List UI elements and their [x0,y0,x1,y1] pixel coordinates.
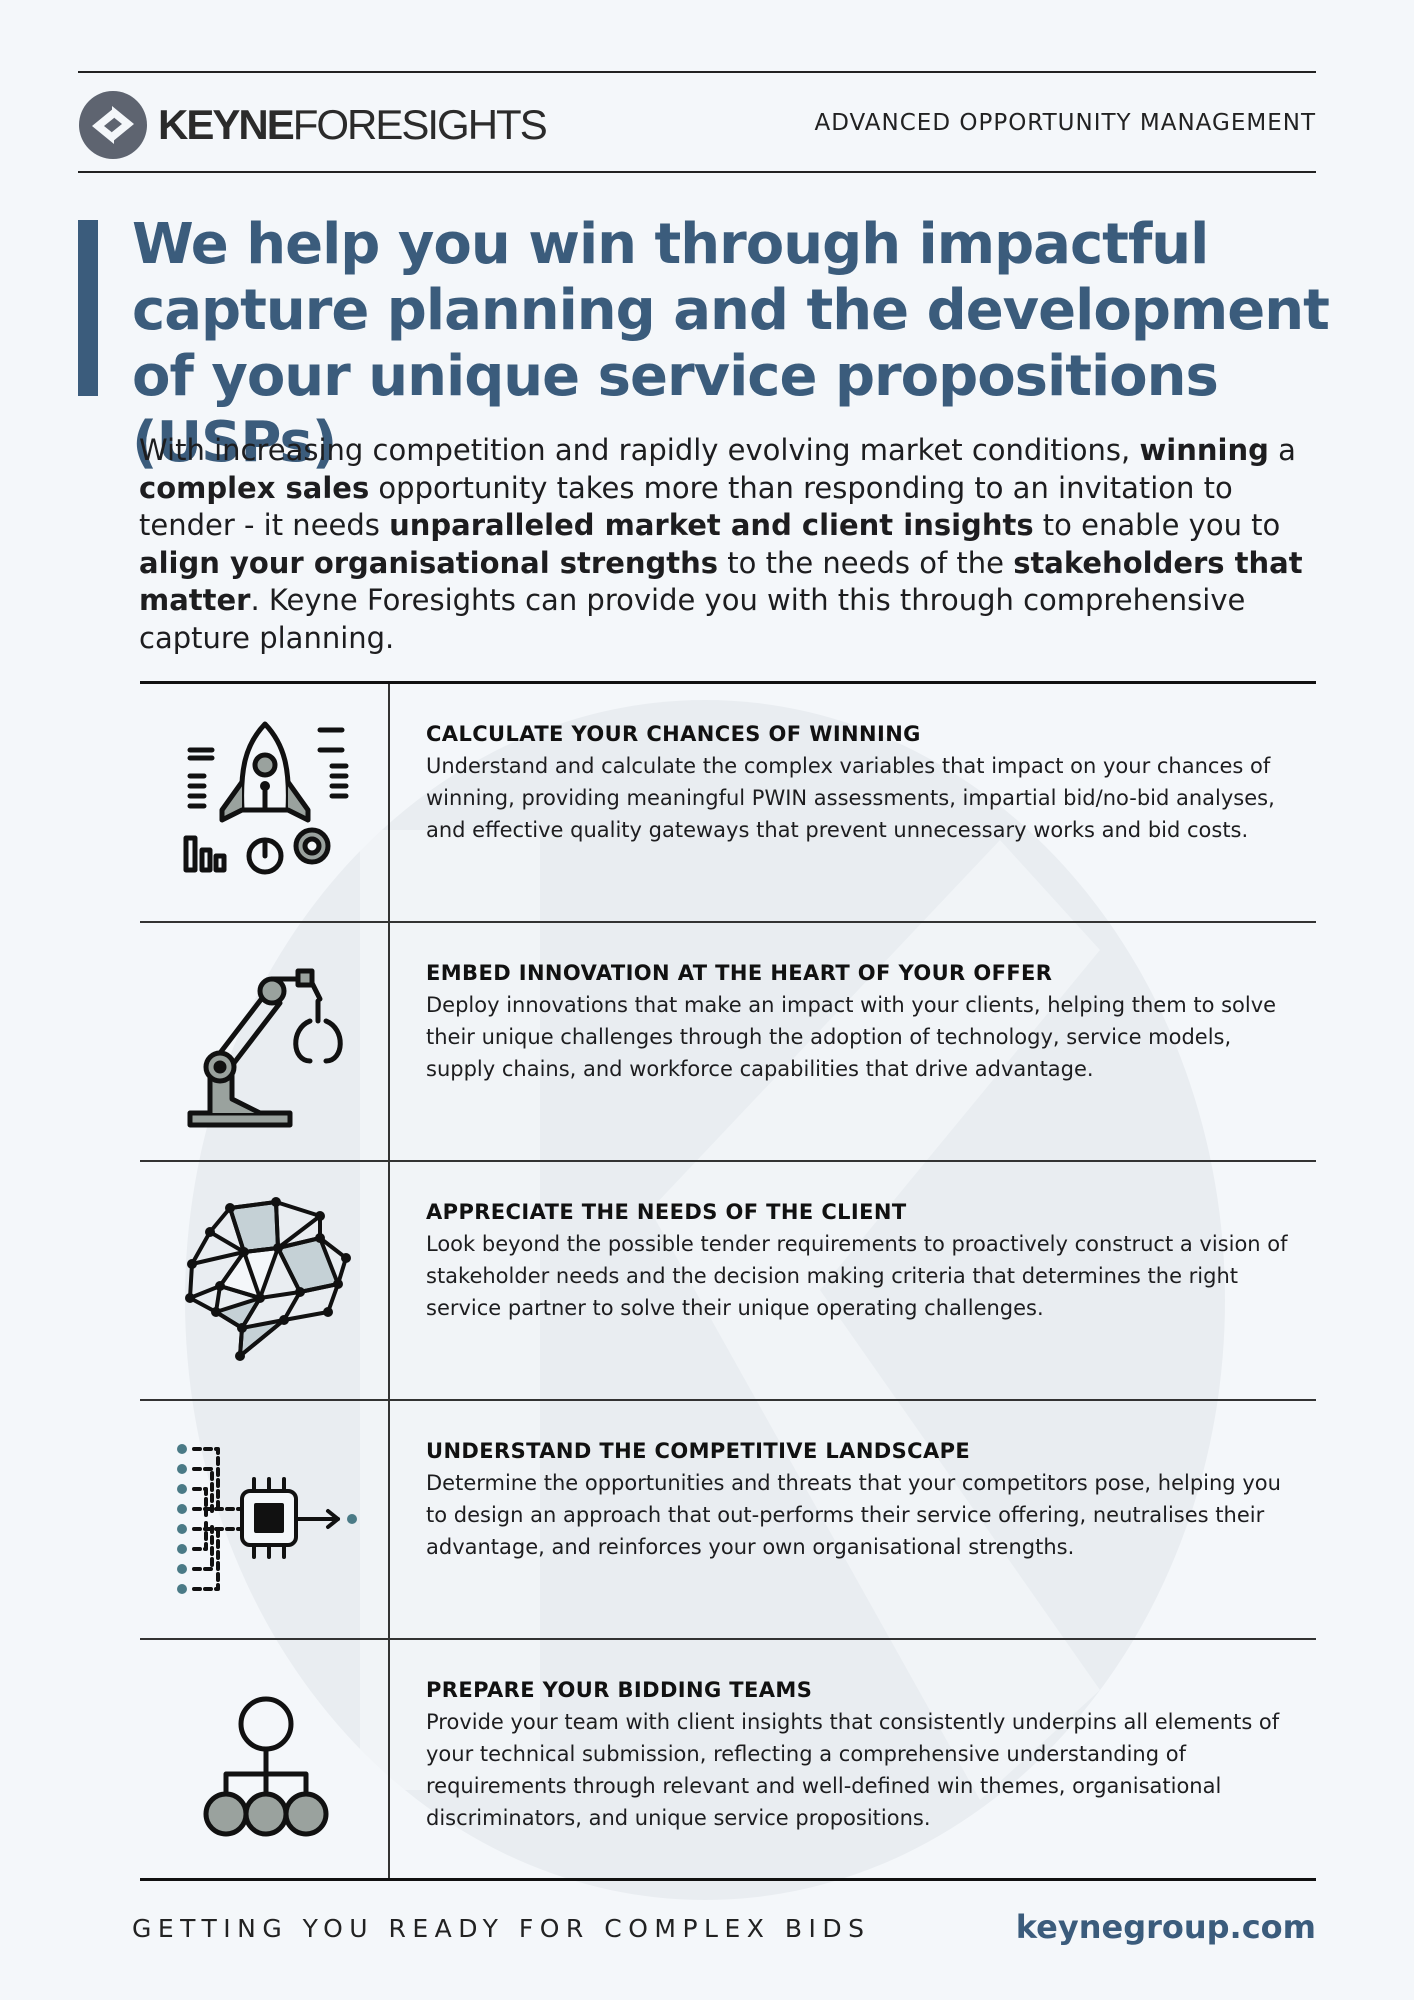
service-description: Determine the opportunities and threats … [426,1471,1281,1559]
service-title: UNDERSTAND THE COMPETITIVE LANDSCAPE [426,1439,971,1463]
services-table-top-rule [140,681,1316,684]
footer-slogan: GETTING YOU READY FOR COMPLEX BIDS [132,1914,871,1943]
service-title: APPRECIATE THE NEEDS OF THE CLIENT [426,1200,907,1224]
footer-website-link[interactable]: keynegroup.com [1015,1908,1316,1946]
service-row-innovation: EMBED INNOVATION AT THE HEART OF YOUR OF… [140,923,1316,1162]
service-row-client-needs: APPRECIATE THE NEEDS OF THE CLIENT Look … [140,1162,1316,1401]
header-top-rule [78,71,1316,73]
brain-network-icon [185,1197,351,1361]
service-title: CALCULATE YOUR CHANCES OF WINNING [426,722,921,746]
service-description: Deploy innovations that make an impact w… [426,993,1277,1081]
row-divider [140,921,1316,923]
row-divider [140,1638,1316,1640]
service-row-competitive-landscape: UNDERSTAND THE COMPETITIVE LANDSCAPE Det… [140,1401,1316,1640]
service-description: Provide your team with client insights t… [426,1710,1280,1830]
rocket-icon [183,721,349,875]
service-title: EMBED INNOVATION AT THE HEART OF YOUR OF… [426,961,1053,985]
header-bottom-rule [78,171,1316,173]
company-logo[interactable]: KEYNEFORESIGHTS [78,90,548,160]
service-description: Look beyond the possible tender requirem… [426,1232,1288,1320]
header-tagline: ADVANCED OPPORTUNITY MANAGEMENT [814,110,1316,136]
logo-mark-icon [79,91,147,159]
services-column-divider [388,684,390,1878]
page-headline: We help you win through impactful captur… [132,212,1330,475]
robotic-arm-icon [187,968,343,1128]
team-hierarchy-icon [203,1696,329,1837]
processor-chip-icon [177,1444,357,1594]
services-table-bottom-rule [140,1878,1316,1881]
service-description: Understand and calculate the complex var… [426,754,1275,842]
headline-accent-bar [78,220,98,396]
row-divider [140,1399,1316,1401]
service-row-bidding-teams: PREPARE YOUR BIDDING TEAMS Provide your … [140,1640,1316,1879]
row-divider [140,1160,1316,1162]
service-row-winning-chances: CALCULATE YOUR CHANCES OF WINNING Unders… [140,684,1316,923]
watermark-graphic [185,700,1225,1900]
logo-wordmark: KEYNEFORESIGHTS [158,101,548,148]
service-title: PREPARE YOUR BIDDING TEAMS [426,1678,813,1702]
intro-paragraph: With increasing competition and rapidly … [139,433,1303,655]
